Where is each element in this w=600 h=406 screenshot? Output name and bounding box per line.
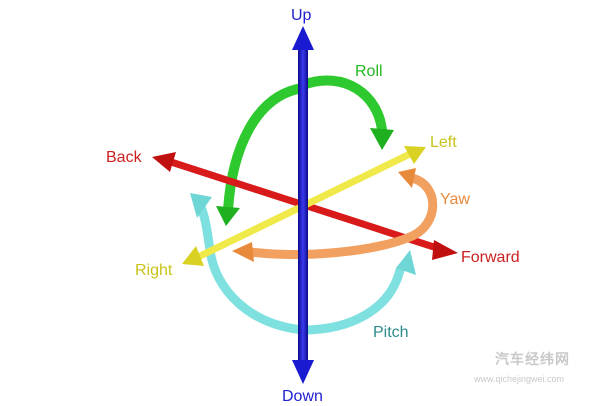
roll-arrowhead <box>216 206 240 226</box>
roll-arc <box>216 75 394 226</box>
watermark-url: www.qichejingwei.com <box>473 374 564 384</box>
left-arrowhead <box>404 146 426 164</box>
roll-arrowhead <box>370 128 394 150</box>
label-left: Left <box>430 134 457 151</box>
label-up: Up <box>291 7 312 24</box>
label-forward: Forward <box>461 249 520 266</box>
yaw-arrowhead <box>232 242 254 262</box>
forward-arrowhead <box>432 240 458 260</box>
yaw-arrowhead <box>398 168 416 188</box>
down-arrowhead <box>292 360 314 384</box>
label-yaw: Yaw <box>440 191 470 208</box>
label-back: Back <box>106 149 143 166</box>
pitch-arrowhead <box>190 193 212 218</box>
back-arrowhead <box>152 152 176 172</box>
yaw-arc <box>232 168 438 262</box>
up-arrowhead <box>292 26 314 50</box>
watermark-title: 汽车经纬网 <box>495 351 570 368</box>
pitch-arc <box>190 193 416 335</box>
label-down: Down <box>282 388 323 405</box>
pitch-arrowhead <box>396 250 416 275</box>
label-pitch: Pitch <box>373 324 409 341</box>
right-arrowhead <box>182 246 204 266</box>
label-right: Right <box>135 262 173 279</box>
label-roll: Roll <box>355 63 383 80</box>
up-down-axis <box>292 26 314 384</box>
